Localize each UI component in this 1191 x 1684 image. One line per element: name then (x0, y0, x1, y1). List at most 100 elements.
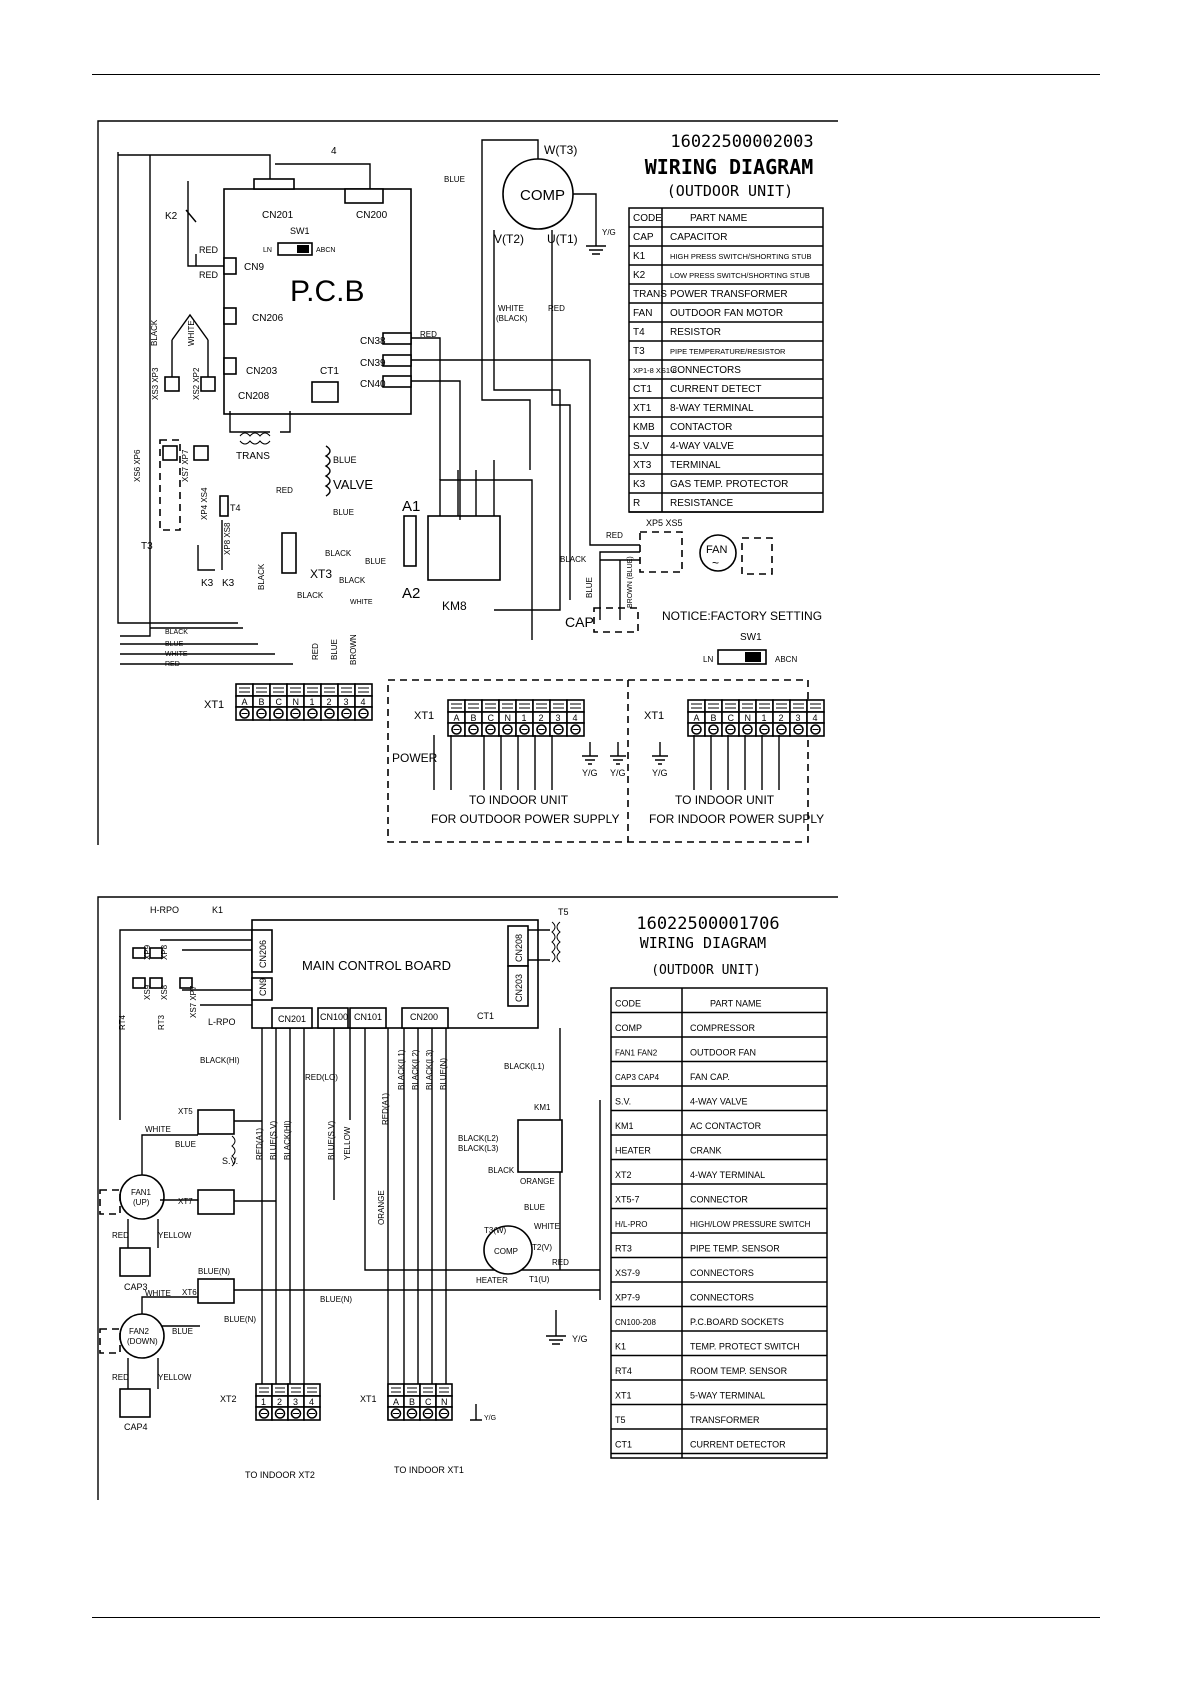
table-code: K1 (633, 251, 646, 262)
xp8-label: XP8 (160, 944, 169, 960)
table-name: RESISTOR (670, 327, 721, 338)
cn203-label: CN203 (246, 366, 278, 377)
cn208-b: CN208 (514, 934, 524, 962)
svg-text:BLACK(L3): BLACK(L3) (425, 1049, 434, 1090)
ground-symbols (582, 742, 668, 765)
terminal-label: 1 (522, 713, 527, 723)
fan-label: FAN (706, 544, 727, 556)
k3-label: K3 (222, 578, 235, 589)
table-code: HEATER (615, 1146, 651, 1156)
wire-white-black: WHITE(BLACK) (496, 304, 528, 323)
km8-label: KM8 (442, 599, 467, 613)
to-indoor-xt1: TO INDOOR XT1 (394, 1465, 464, 1475)
k2-switch (185, 181, 224, 267)
cn39-label: CN39 (360, 358, 386, 369)
sw1-abcn: ABCN (316, 247, 335, 254)
lrpo-label: L-RPO (208, 1017, 236, 1027)
cn201-b: CN201 (278, 1014, 306, 1024)
table-code: S.V (633, 441, 649, 452)
cap4 (119, 1388, 151, 1418)
comp-w-wire (481, 139, 539, 470)
xs2-xp2: XS2 XP2 (192, 367, 201, 400)
black-hi-label: BLACK(HI) (200, 1056, 240, 1065)
blue-n-label2: BLUE(N) (320, 1295, 352, 1304)
xt5 (197, 1109, 235, 1135)
table-code: XT5-7 (615, 1195, 640, 1205)
table-name: RESISTANCE (670, 498, 733, 509)
t3-label: T3 (141, 541, 153, 552)
blue-n-label3: BLUE(N) (224, 1315, 256, 1324)
table-name: AC CONTACTOR (690, 1121, 762, 1131)
table-name: CONTACTOR (670, 422, 732, 433)
xt6-label: XT6 (182, 1288, 197, 1297)
terminal-label: 1 (310, 697, 315, 707)
terminal-label: C (276, 697, 283, 707)
terminal-label: 4 (813, 713, 818, 723)
xt1-red: RED (311, 643, 320, 660)
table-code: K3 (633, 479, 646, 490)
table-head-code: CODE (615, 999, 641, 1009)
table-name: GAS TEMP. PROTECTOR (670, 479, 788, 490)
xt7-label: XT7 (178, 1197, 193, 1206)
terminal-label: C (425, 1397, 432, 1407)
pcb-label: P.C.B (290, 275, 365, 308)
terminal-label: 2 (539, 713, 544, 723)
ct1-b: CT1 (477, 1011, 494, 1021)
k1-b-label: K1 (212, 905, 223, 915)
table-code: TRANS (633, 289, 667, 300)
terminal-label: 4 (361, 697, 366, 707)
xt1-feed-wires (120, 627, 293, 665)
svg-text:BLACK(HI): BLACK(HI) (283, 1120, 292, 1160)
table-code: XT1 (615, 1391, 632, 1401)
k1-label: K3 (201, 578, 214, 589)
table-name: LOW PRESS SWITCH/SHORTING STUB (670, 271, 810, 280)
t1u-label: T1(U) (529, 1275, 550, 1284)
table-code: CT1 (633, 384, 652, 395)
right-side-wires (559, 1028, 601, 1300)
table-code: XS7-9 (615, 1268, 640, 1278)
table-name: P.C.BOARD SOCKETS (690, 1317, 784, 1327)
svg-text:ORANGE: ORANGE (377, 1190, 386, 1225)
cn200-b: CN200 (410, 1012, 438, 1022)
table-code: T5 (615, 1415, 626, 1425)
xp4-xs4: XP4 XS4 (200, 487, 209, 520)
comp-w: W(T3) (544, 143, 577, 157)
terminal-label: 2 (779, 713, 784, 723)
k2-label: K2 (165, 211, 178, 222)
xt7 (197, 1189, 235, 1215)
xp5-xs5-box (639, 531, 683, 573)
wire-blue-cap: BLUE (585, 577, 594, 598)
wire-black-vert: BLACK (257, 563, 266, 590)
xt1-label: XT1 (204, 699, 224, 711)
wire-blue-xt3: BLUE (365, 557, 386, 566)
comp-label: COMP (520, 187, 565, 204)
wire-white-sensor: WHITE (187, 320, 196, 346)
wire-red-1: RED (199, 245, 219, 255)
terminal-label: 1 (762, 713, 767, 723)
feed-red: RED (165, 661, 180, 668)
table-code: COMP (615, 1023, 642, 1033)
table-name: TERMINAL (670, 460, 721, 471)
xt6 (197, 1278, 235, 1304)
terminal-label: 3 (556, 713, 561, 723)
fan2-red: RED (112, 1373, 129, 1382)
wire-black-xt3c: BLACK (297, 591, 324, 600)
xs7-xp7: XS7 XP7 (181, 449, 190, 482)
fan2-white: WHITE (145, 1289, 171, 1298)
table-head-name: PART NAME (690, 213, 748, 224)
heater-label: HEATER (476, 1276, 508, 1285)
svg-text:BLUE(N): BLUE(N) (439, 1058, 448, 1090)
wire-red-comp: RED (548, 304, 565, 313)
cn40-label: CN40 (360, 379, 386, 390)
t2v-label: T2(V) (532, 1243, 552, 1252)
table-head-name: PART NAME (710, 999, 762, 1009)
xp8-xs8: XP8 XS8 (223, 522, 232, 555)
top-subtitle: (OUTDOOR UNIT) (667, 182, 793, 200)
fan1-label: FAN1(UP) (131, 1188, 152, 1207)
xt5-label: XT5 (178, 1107, 193, 1116)
top-wire (118, 154, 371, 189)
terminal-label: C (728, 713, 735, 723)
svg-text:RED(A1): RED(A1) (255, 1128, 264, 1160)
